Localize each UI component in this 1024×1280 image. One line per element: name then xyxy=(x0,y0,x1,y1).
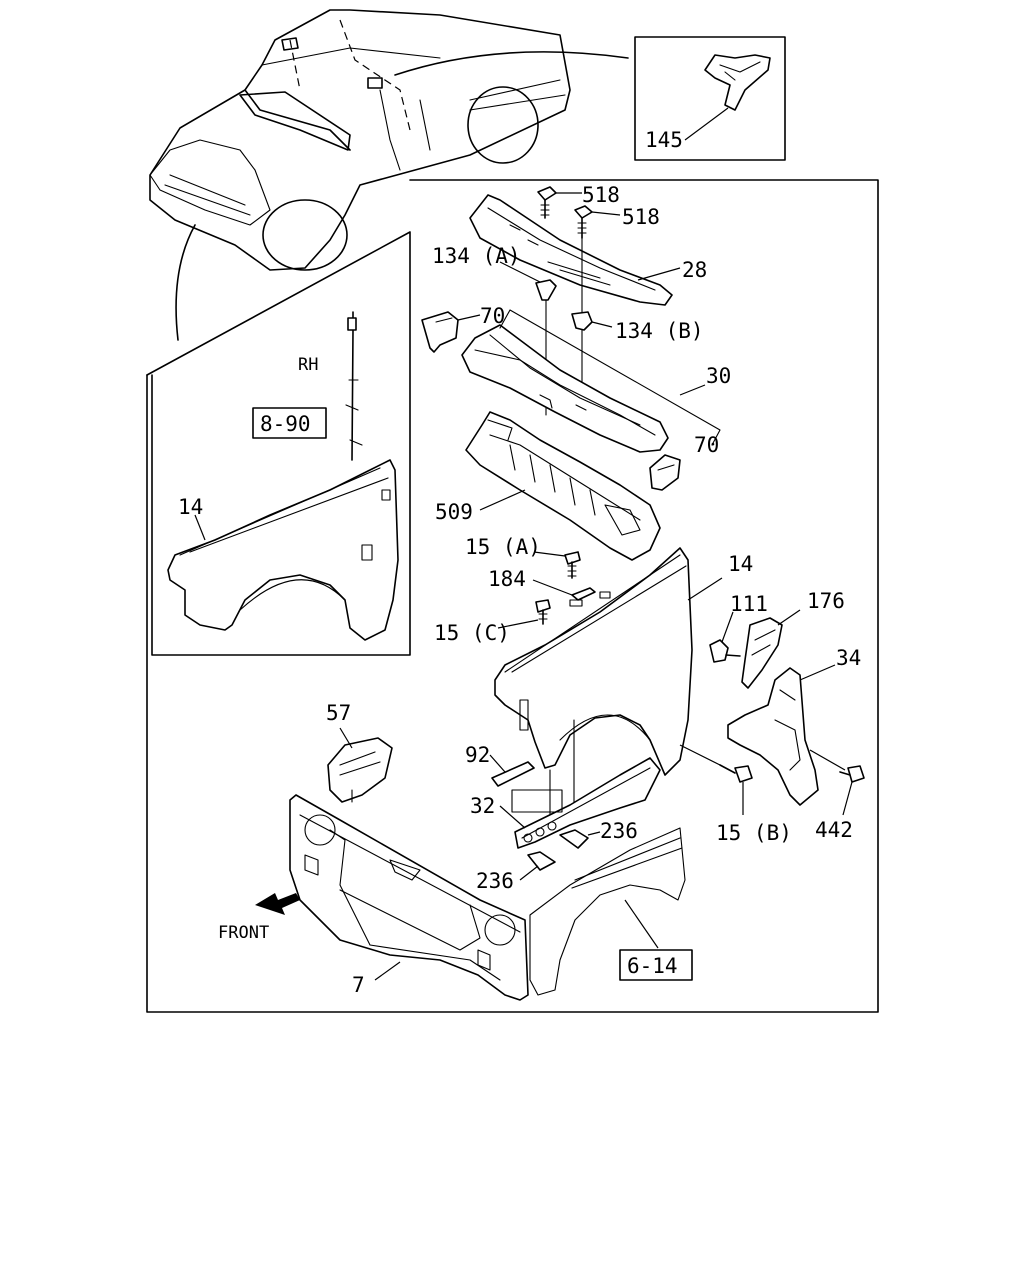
bolt-15b xyxy=(679,744,753,815)
bracket-70b xyxy=(649,454,681,491)
label-509: 509 xyxy=(435,500,473,524)
reinforcement-32 xyxy=(499,757,661,849)
clip-236b xyxy=(519,851,556,881)
ref-6-14: 6-14 xyxy=(627,954,678,978)
label-70b: 70 xyxy=(694,433,719,457)
label-32: 32 xyxy=(470,794,495,818)
label-442: 442 xyxy=(815,818,853,842)
label-30: 30 xyxy=(706,364,731,388)
label-111: 111 xyxy=(730,592,768,616)
inset-145 xyxy=(634,36,786,161)
strip-92 xyxy=(489,754,535,787)
screw-518-a xyxy=(537,186,582,219)
apron-34 xyxy=(727,664,836,806)
label-14-inset: 14 xyxy=(178,495,203,519)
label-15b: 15 (B) xyxy=(716,821,792,845)
label-70a: 70 xyxy=(480,304,505,328)
label-145: 145 xyxy=(645,128,683,152)
screw-518-b xyxy=(574,205,621,239)
dash-panel-509 xyxy=(465,411,661,561)
label-7: 7 xyxy=(352,973,365,997)
label-518b: 518 xyxy=(622,205,660,229)
label-15c: 15 (C) xyxy=(434,621,510,645)
bolt-442 xyxy=(809,749,865,816)
label-34: 34 xyxy=(836,646,861,670)
bolt-15c xyxy=(497,599,551,629)
label-front: FRONT xyxy=(218,923,269,943)
label-57: 57 xyxy=(326,701,351,725)
ghost-fender-6-14 xyxy=(529,827,686,996)
label-28: 28 xyxy=(682,258,707,282)
label-15a: 15 (A) xyxy=(465,535,541,559)
cowl-upper-28 xyxy=(469,194,681,306)
radiator-support-7 xyxy=(289,794,529,1001)
fender-14 xyxy=(494,547,723,816)
rh-inset xyxy=(167,311,399,641)
truck-overview xyxy=(149,9,571,271)
ref-box-8-90 xyxy=(252,407,327,439)
label-236b: 236 xyxy=(476,869,514,893)
ref-8-90: 8-90 xyxy=(260,412,311,436)
clip-134b xyxy=(571,234,613,406)
label-518a: 518 xyxy=(582,183,620,207)
label-184: 184 xyxy=(488,567,526,591)
label-176: 176 xyxy=(807,589,845,613)
label-134b: 134 (B) xyxy=(615,319,704,343)
bolt-111 xyxy=(709,611,741,663)
ref-box-6-14 xyxy=(619,949,693,981)
bolt-15a xyxy=(533,551,581,579)
clip-236a xyxy=(559,829,601,849)
label-14-main: 14 xyxy=(728,552,753,576)
cowl-panel-30 xyxy=(461,309,721,453)
label-236a: 236 xyxy=(600,819,638,843)
clip-184 xyxy=(532,579,596,601)
label-92: 92 xyxy=(465,743,490,767)
bracket-70a xyxy=(421,311,481,353)
front-arrow xyxy=(255,893,300,915)
main-frame xyxy=(146,179,879,1013)
label-rh: RH xyxy=(298,355,318,375)
bracket-176 xyxy=(741,609,801,689)
bracket-57 xyxy=(327,727,393,803)
callout-labels: 518 518 28 134 (A) 134 (B) 70 30 70 509 … xyxy=(178,128,861,997)
label-134a: 134 (A) xyxy=(432,244,521,268)
